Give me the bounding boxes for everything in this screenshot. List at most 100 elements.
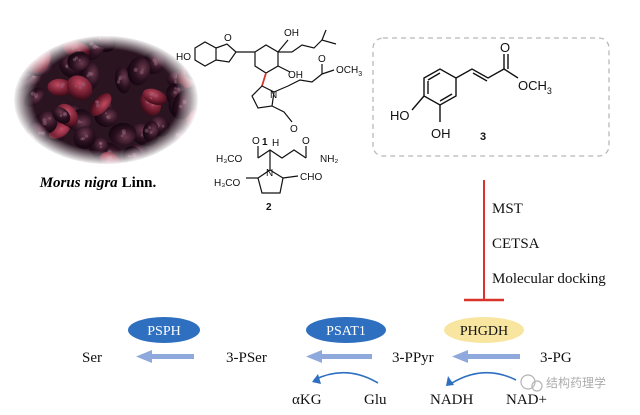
c1-atom-oh-bottom: OH bbox=[288, 70, 303, 81]
arrow-ppyr-to-pser bbox=[306, 350, 372, 363]
berry-drupelet bbox=[24, 44, 29, 48]
compound-2-structure bbox=[246, 146, 307, 194]
berry-drupelet bbox=[188, 151, 192, 155]
cofactors: αKG Glu NADH NAD+ bbox=[292, 392, 547, 408]
enzyme-phgdh: PHGDH bbox=[444, 317, 524, 343]
berry-drupelet bbox=[26, 58, 31, 63]
berry-drupelet bbox=[195, 68, 198, 73]
c1-atom-o-ring: O bbox=[224, 33, 232, 44]
arrow-pser-to-ser bbox=[136, 350, 194, 363]
berry-drupelet bbox=[64, 36, 68, 37]
enzyme-psat1-oval bbox=[306, 317, 386, 343]
enzyme-phgdh-oval bbox=[444, 317, 524, 343]
berry-drupelet bbox=[183, 36, 188, 41]
berry-drupelet bbox=[14, 76, 17, 81]
enzyme-phgdh-label: PHGDH bbox=[460, 324, 508, 339]
c2-atom-meoch2: H₃CO bbox=[214, 178, 241, 189]
c2-atom-h3co: H₃CO bbox=[216, 154, 243, 165]
berry-drupelet bbox=[154, 159, 158, 163]
arc-akg-glu bbox=[313, 371, 379, 384]
compound-1-labels: HO OH O OH O OCH3 N O 1 bbox=[176, 28, 362, 148]
arc-nadh-nad bbox=[451, 371, 517, 384]
cofactor-nadh: NADH bbox=[430, 392, 473, 408]
c1-atom-o-ester: O bbox=[318, 54, 326, 65]
compound-3-box bbox=[372, 37, 610, 157]
berry bbox=[22, 36, 44, 49]
c3-atom-ho: HO bbox=[390, 108, 410, 123]
berry-drupelet bbox=[27, 41, 31, 45]
compound-2-number: 2 bbox=[266, 202, 272, 213]
berry-drupelet bbox=[184, 135, 188, 139]
compound-3-labels: HO OH O OCH3 3 bbox=[390, 40, 552, 143]
arrow-pg-to-ppyr bbox=[452, 350, 520, 363]
berry-drupelet bbox=[187, 137, 191, 141]
c2-atom-nh2: NH₂ bbox=[320, 154, 338, 165]
berry-drupelet bbox=[151, 159, 155, 162]
compound-3-number: 3 bbox=[480, 131, 486, 143]
berry-drupelet bbox=[152, 156, 157, 161]
berry-drupelet bbox=[66, 36, 69, 38]
method-cetsa: CETSA bbox=[492, 236, 540, 252]
berry-drupelet bbox=[189, 134, 194, 139]
enzyme-psph-label: PSPH bbox=[147, 324, 180, 339]
inhibition-arrow bbox=[464, 180, 504, 302]
c2-atom-o-amide: O bbox=[302, 136, 310, 147]
berry-drupelet bbox=[187, 136, 193, 141]
berry-drupelet bbox=[180, 48, 183, 52]
c2-atom-h: H bbox=[272, 138, 279, 149]
berry-drupelet bbox=[183, 138, 187, 142]
berry-drupelet bbox=[102, 32, 105, 35]
watermark-icon bbox=[520, 374, 536, 390]
berry-drupelet bbox=[193, 136, 197, 141]
c1-atom-ho: HO bbox=[176, 52, 191, 63]
c1-atom-oh-top: OH bbox=[284, 28, 299, 39]
enzyme-psat1-label: PSAT1 bbox=[326, 324, 366, 339]
berry bbox=[189, 36, 198, 47]
berry-drupelet bbox=[193, 36, 196, 38]
berry-drupelet bbox=[20, 64, 23, 68]
berry-drupelet bbox=[29, 37, 34, 41]
watermark: 结构药理学 bbox=[520, 374, 606, 392]
metabolite-ser: Ser bbox=[82, 350, 102, 366]
berry-drupelet bbox=[155, 158, 158, 162]
c3-atom-oh: OH bbox=[431, 126, 451, 141]
berry-drupelet bbox=[192, 150, 197, 155]
berry-drupelet bbox=[31, 42, 34, 46]
compound-1-number: 1 bbox=[262, 137, 268, 148]
berry-drupelet bbox=[20, 65, 23, 68]
berry-drupelet bbox=[197, 65, 198, 68]
metabolite-3-pser: 3-PSer bbox=[226, 350, 267, 366]
berry-drupelet bbox=[187, 151, 190, 155]
mulberry-photo bbox=[13, 32, 199, 165]
method-mst: MST bbox=[492, 201, 523, 217]
berry-drupelet bbox=[156, 157, 162, 162]
berry bbox=[180, 140, 198, 164]
enzyme-psph: PSPH bbox=[128, 317, 200, 343]
cofactor-glu: Glu bbox=[364, 392, 387, 408]
c2-atom-cho: CHO bbox=[300, 172, 322, 183]
c2-atom-o-ester: O bbox=[252, 136, 260, 147]
cofactor-arcs bbox=[312, 371, 517, 386]
compound-1-structure bbox=[194, 29, 337, 123]
berry-drupelet bbox=[186, 36, 189, 39]
berry-drupelet bbox=[196, 65, 198, 68]
berry-drupelet bbox=[20, 65, 23, 69]
cofactor-nad: NAD+ bbox=[506, 392, 547, 408]
pathway-arrows bbox=[136, 350, 520, 363]
berry-drupelet bbox=[193, 36, 197, 37]
c3-atom-och3: OCH3 bbox=[518, 78, 552, 96]
enzyme-psat1: PSAT1 bbox=[306, 317, 386, 343]
c1-atom-och3: OCH3 bbox=[336, 65, 362, 78]
c1-atom-o-aldehyde: O bbox=[290, 124, 298, 135]
method-docking: Molecular docking bbox=[492, 271, 606, 287]
berry bbox=[18, 36, 40, 54]
berry-drupelet bbox=[195, 117, 198, 120]
metabolite-3-pg: 3-PG bbox=[540, 350, 572, 366]
c3-atom-o-carbonyl: O bbox=[500, 40, 510, 55]
berry-drupelet bbox=[180, 40, 183, 43]
berry-drupelet bbox=[22, 63, 25, 66]
methods-list: MST CETSA Molecular docking bbox=[492, 201, 606, 287]
cofactor-akg: αKG bbox=[292, 392, 322, 408]
